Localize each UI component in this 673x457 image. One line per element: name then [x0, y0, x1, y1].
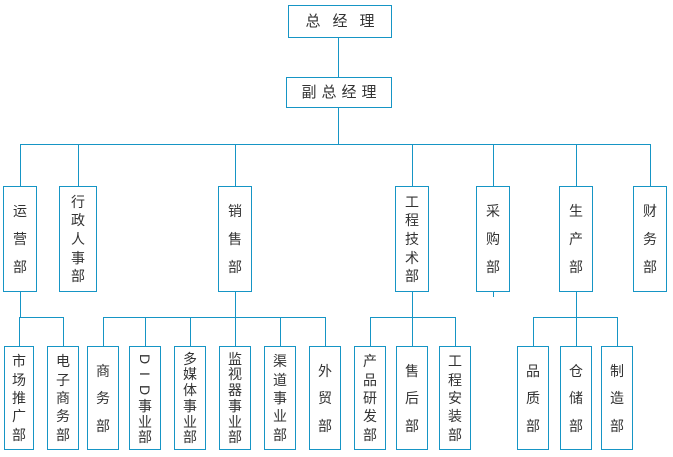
node-sub-foreign-trade: 外贸部: [309, 346, 341, 450]
node-sub-engineering-installation: 工程安装部: [439, 346, 471, 450]
node-dept-purchasing: 采购部: [476, 186, 510, 292]
node-sub-business: 商务部: [87, 346, 119, 450]
node-dept-sales: 销售部: [218, 186, 252, 292]
node-sub-channel-division: 渠道事业部: [264, 346, 296, 450]
node-dept-finance: 财务部: [633, 186, 667, 292]
node-sub-ecommerce: 电子商务部: [47, 346, 79, 450]
node-sub-product-rnd: 产品研发部: [354, 346, 386, 450]
node-dept-admin-hr: 行政人事部: [59, 186, 97, 292]
node-sub-manufacturing: 制造部: [601, 346, 633, 450]
node-sub-marketing-promotion: 市场推广部: [4, 346, 34, 450]
node-sub-warehouse: 仓储部: [560, 346, 592, 450]
node-sub-multimedia-division: 多媒体事业部: [174, 346, 206, 450]
node-sub-monitor-division: 监视器事业部: [219, 346, 251, 450]
node-sub-quality: 品质部: [517, 346, 549, 450]
node-sub-after-sales: 售后部: [396, 346, 428, 450]
node-dept-engineering-technology: 工程技术部: [395, 186, 429, 292]
node-dept-production: 生产部: [559, 186, 593, 292]
node-general-manager: 总经理: [288, 5, 392, 38]
node-deputy-general-manager: 副总经理: [286, 77, 392, 108]
node-dept-operations: 运营部: [3, 186, 37, 292]
node-label: 副总经理: [301, 84, 382, 101]
node-label: 总经理: [305, 13, 387, 30]
